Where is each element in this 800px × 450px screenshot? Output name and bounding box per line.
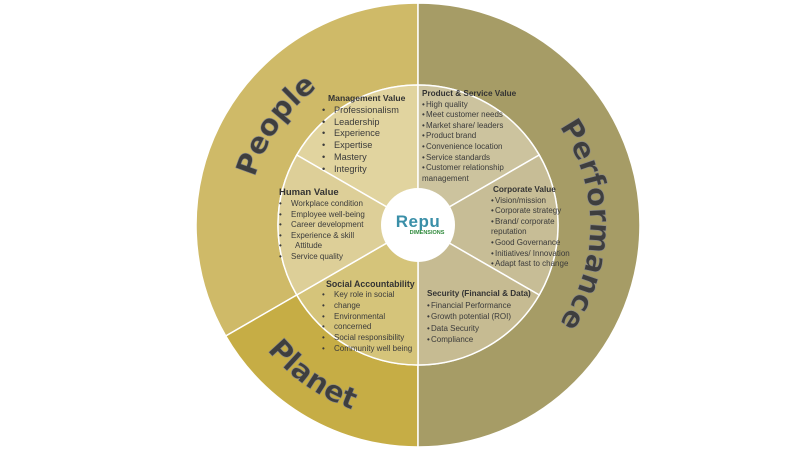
logo-text: Repu — [395, 211, 441, 231]
list-item: Financial Performance — [427, 300, 531, 312]
list-item: Customer relationship management — [422, 163, 522, 184]
list-item: Adapt fast to change — [491, 259, 583, 270]
list-item: High quality — [422, 100, 522, 111]
list-item: Integrity — [322, 164, 405, 176]
list-item: concerned — [322, 322, 415, 333]
list-item: Career development — [279, 220, 365, 231]
list-item: Market share/ leaders — [422, 121, 522, 132]
list-item: Social responsibility — [322, 333, 415, 344]
list-item: Product brand — [422, 131, 522, 142]
list-item: Expertise — [322, 140, 405, 152]
list-item: Attitude — [279, 241, 365, 252]
management-value-block: Management Value Professionalism Leaders… — [322, 93, 405, 176]
list-item: Brand/ corporate reputation — [491, 217, 583, 238]
human-value-block: Human Value Workplace condition Employee… — [279, 187, 365, 263]
list-item: Community well being — [322, 344, 415, 355]
product-service-value-block: Product & Service Value High quality Mee… — [422, 89, 522, 184]
security-block: Security (Financial & Data) Financial Pe… — [427, 289, 531, 346]
list-item: Key role in social — [322, 290, 415, 301]
list-item: Data Security — [427, 323, 531, 335]
list-item: Convenience location — [422, 142, 522, 153]
list-item: Employee well-being — [279, 210, 365, 221]
logo-subtext: DIMENSIONS — [409, 229, 445, 236]
list-item: Service quality — [279, 252, 365, 263]
list-item: change — [322, 301, 415, 312]
list-item: Vision/mission — [491, 196, 583, 207]
list-item: Experience & skill — [279, 231, 365, 242]
list-item: Environmental — [322, 312, 415, 323]
list-item: Growth potential (ROI) — [427, 311, 531, 323]
list-item: Corporate strategy — [491, 206, 583, 217]
list-item: Initiatives/ Innovation — [491, 249, 583, 260]
corporate-value-block: Corporate Value Vision/mission Corporate… — [491, 185, 583, 270]
list-item: Workplace condition — [279, 199, 365, 210]
list-item: Service standards — [422, 153, 522, 164]
list-item: Professionalism — [322, 105, 405, 117]
list-item: Good Governance — [491, 238, 583, 249]
list-item: Meet customer needs — [422, 110, 522, 121]
corporate-title: Corporate Value — [493, 185, 556, 194]
human-title: Human Value — [279, 187, 339, 198]
list-item: Mastery — [322, 152, 405, 164]
social-accountability-block: Social Accountability Key role in social… — [322, 279, 415, 355]
management-title: Management Value — [328, 93, 406, 103]
product-title: Product & Service Value — [422, 89, 517, 98]
list-item: Leadership — [322, 117, 405, 129]
list-item: Experience — [322, 128, 405, 140]
social-title: Social Accountability — [326, 279, 415, 289]
security-title: Security (Financial & Data) — [427, 289, 531, 298]
list-item: Compliance — [427, 334, 531, 346]
repu-dimensions-logo: Repu DIMENSIONS — [381, 188, 455, 262]
